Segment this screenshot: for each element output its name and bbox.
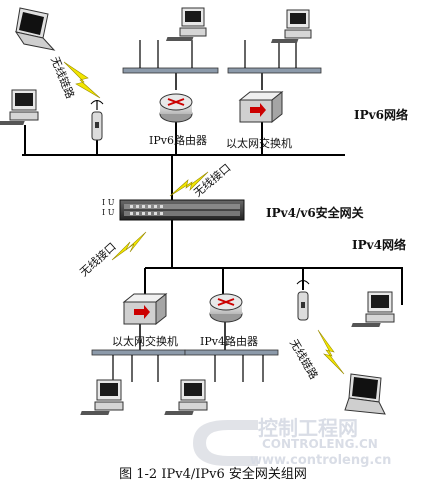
gateway-side-label-1: I U [102, 198, 115, 207]
security-gateway-icon [119, 199, 245, 221]
desktop-pc-icon [165, 7, 207, 41]
watermark-cn: 控制工程网 [258, 416, 358, 440]
desktop-pc-icon [164, 379, 208, 415]
network-links [22, 120, 403, 305]
laptop-icon [344, 373, 386, 415]
ipv4-router-label: IPv4路由器 [200, 335, 258, 348]
ethernet-switch-label-bottom: 以太网交换机 [112, 335, 178, 348]
ipv6-router-icon [159, 93, 193, 123]
watermark-url: www.controleng.cn [250, 453, 392, 468]
watermark-logo [193, 420, 258, 466]
figure-caption: 图 1-2 IPv4/IPv6 安全网关组网 [119, 467, 307, 482]
ipv6-network-label: IPv6网络 [354, 108, 408, 122]
bus-top-left [122, 40, 219, 74]
access-point-icon [90, 100, 104, 141]
bus-bottom-left [91, 349, 186, 382]
bus-bottom-right [184, 349, 279, 382]
wireless-bolt-icon [169, 171, 209, 197]
ethernet-switch-label-top: 以太网交换机 [226, 137, 292, 150]
desktop-pc-icon [351, 291, 395, 327]
desktop-pc-icon [270, 9, 312, 43]
watermark-en: CONTROLENG.CN [262, 437, 378, 451]
ethernet-switch-icon [122, 292, 168, 326]
ethernet-switch-icon [238, 90, 284, 124]
bus-top-right [227, 40, 322, 74]
gateway-label: IPv4/v6安全网关 [266, 206, 364, 220]
desktop-pc-icon [80, 379, 124, 415]
access-point-icon [296, 280, 310, 321]
wireless-bolt-icon [111, 231, 147, 261]
wireless-bolt-icon [317, 329, 345, 375]
laptop-icon [14, 7, 56, 51]
wireless-bolt-icon [63, 61, 101, 99]
ipv4-network-label: IPv4网络 [352, 238, 406, 252]
ipv6-router-label: IPv6路由器 [149, 134, 207, 147]
gateway-side-label-2: I U [102, 208, 115, 217]
desktop-pc-icon [0, 89, 39, 125]
ipv4-router-icon [209, 293, 243, 323]
